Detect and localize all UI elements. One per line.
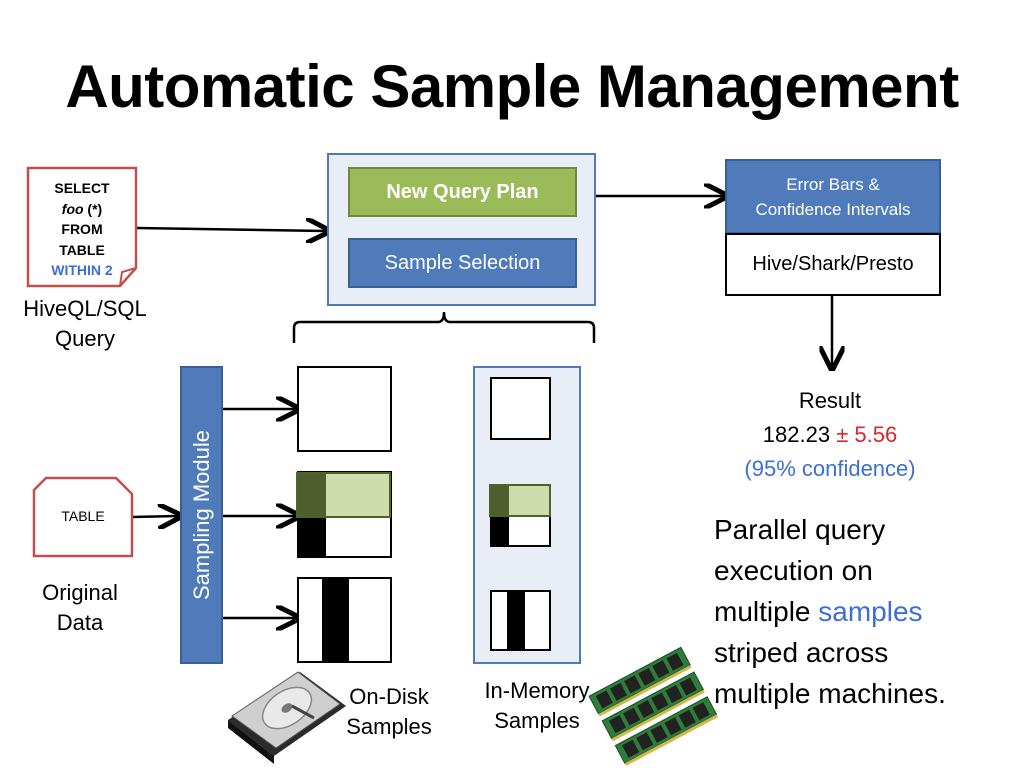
description-line1: Parallel query bbox=[714, 514, 886, 545]
description-multiple: multiple bbox=[714, 596, 819, 627]
in-memory-line1: In-Memory bbox=[484, 678, 590, 703]
query-line-foo: foo (*) bbox=[30, 199, 134, 220]
mem-sample-1 bbox=[490, 377, 551, 440]
mem-sample-3-dark-stripe bbox=[507, 592, 525, 649]
description-line2: execution on bbox=[714, 555, 873, 586]
disk-sample-1 bbox=[297, 366, 392, 452]
error-bars-line1: Error Bars & bbox=[786, 174, 880, 194]
mem-sample-3 bbox=[490, 590, 551, 651]
in-memory-label: In-Memory Samples bbox=[466, 676, 608, 736]
sampling-module-label: Sampling Module bbox=[188, 430, 214, 600]
query-line-table: TABLE bbox=[59, 241, 105, 258]
result-value-line: 182.23 ± 5.56 bbox=[700, 418, 960, 452]
sampling-module-bar[interactable]: Sampling Module bbox=[180, 366, 223, 664]
result-block: Result 182.23 ± 5.56 (95% confidence) bbox=[700, 384, 960, 486]
result-confidence: (95% confidence) bbox=[744, 456, 916, 481]
result-error: 5.56 bbox=[854, 422, 898, 447]
original-data-line2: Data bbox=[56, 610, 104, 635]
new-query-plan-box[interactable]: New Query Plan bbox=[348, 167, 577, 217]
result-label: Result bbox=[798, 388, 862, 413]
engine-box[interactable]: Hive/Shark/Presto bbox=[725, 233, 941, 296]
query-line-within: WITHIN 2 bbox=[51, 262, 113, 278]
sample-bracket bbox=[292, 311, 596, 343]
query-card-text: SELECT foo (*) FROM TABLE WITHIN 2 bbox=[30, 178, 134, 281]
query-card bbox=[26, 166, 138, 288]
query-star: (*) bbox=[83, 200, 103, 217]
disk-sample-3 bbox=[297, 577, 392, 663]
original-data-label: Original Data bbox=[10, 578, 150, 638]
page-title: Automatic Sample Management bbox=[65, 53, 959, 120]
description-line5: multiple machines. bbox=[714, 678, 946, 709]
query-line-from: FROM bbox=[61, 221, 103, 237]
table-card bbox=[32, 476, 134, 558]
table-card-label: TABLE bbox=[61, 508, 105, 524]
on-disk-line1: On-Disk bbox=[349, 684, 429, 709]
error-bars-line2: Confidence Intervals bbox=[755, 199, 911, 219]
query-card-fold bbox=[119, 267, 137, 287]
disk-sample-2-highlight bbox=[296, 472, 391, 518]
disk-sample-3-dark-stripe bbox=[322, 579, 349, 661]
arrow-table-to-sampler bbox=[131, 516, 178, 517]
on-disk-line2: Samples bbox=[346, 714, 432, 739]
arrow-query-to-plan bbox=[136, 228, 326, 231]
query-label-line2: Query bbox=[55, 326, 115, 351]
hard-drive-icon bbox=[228, 671, 346, 764]
result-value: 182.23 bbox=[762, 422, 831, 447]
query-label-line1: HiveQL/SQL bbox=[23, 296, 147, 321]
query-foo: foo bbox=[61, 200, 84, 217]
description: Parallel query execution on multiple sam… bbox=[714, 509, 1014, 714]
error-bars-box[interactable]: Error Bars & Confidence Intervals bbox=[725, 159, 941, 234]
sample-selection-box[interactable]: Sample Selection bbox=[348, 238, 577, 288]
mem-sample-2-highlight bbox=[489, 484, 551, 517]
ram-module-icon bbox=[588, 646, 718, 766]
result-pm: ± bbox=[836, 422, 849, 447]
in-memory-line2: Samples bbox=[494, 708, 580, 733]
description-samples: samples bbox=[818, 596, 923, 627]
description-line4: striped across bbox=[714, 637, 889, 668]
original-data-line1: Original bbox=[42, 580, 118, 605]
on-disk-label: On-Disk Samples bbox=[334, 682, 444, 742]
query-line-select: SELECT bbox=[54, 180, 110, 196]
query-label: HiveQL/SQL Query bbox=[10, 294, 160, 354]
description-line3: multiple samples bbox=[714, 591, 1014, 632]
